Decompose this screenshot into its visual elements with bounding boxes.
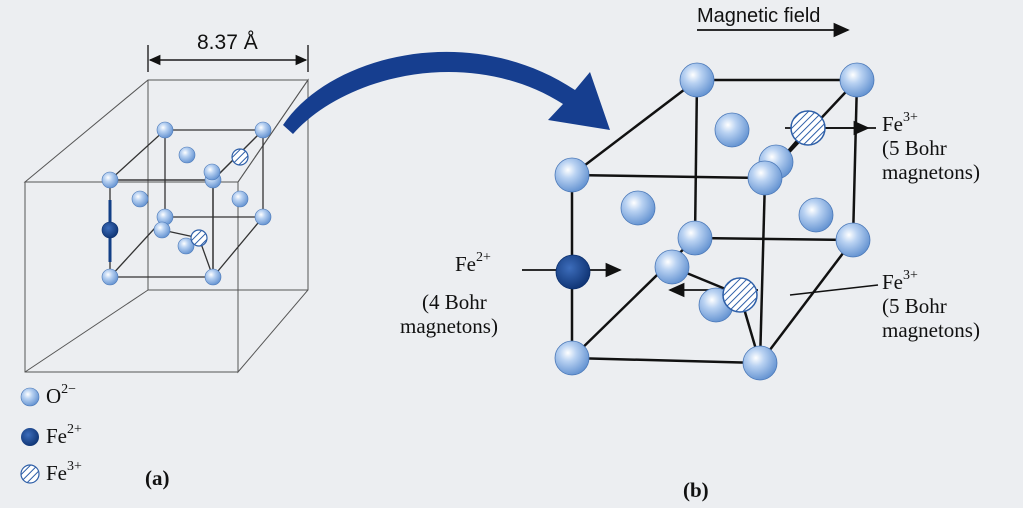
- oxygen-atom: [156, 121, 174, 139]
- oxygen-atom: [654, 249, 690, 285]
- legend-fe2-marker: [21, 428, 39, 446]
- legend-oxygen: O2−: [46, 382, 77, 408]
- oxygen-atom: [204, 268, 222, 286]
- fe2-moment-label: (4 Bohr magnetons): [400, 290, 498, 339]
- oxygen-atom: [839, 62, 875, 98]
- zoom-arrow: [283, 51, 610, 134]
- panel-a-label: (a): [145, 466, 170, 490]
- fe3-lower-label: Fe3+ (5 Bohr magnetons): [882, 268, 980, 343]
- atoms-b: [554, 62, 875, 381]
- oxygen-atom: [742, 345, 778, 381]
- dimension-arrow: [147, 45, 309, 72]
- atoms-a: [101, 121, 272, 286]
- dimension-label: 8.37 Å: [197, 31, 258, 54]
- panel-b-label: (b): [683, 478, 709, 502]
- oxygen-atom: [714, 112, 750, 148]
- oxygen-atom: [101, 171, 119, 189]
- fe3-atom: [190, 229, 208, 247]
- legend-fe3: Fe3+: [46, 459, 82, 485]
- oxygen-atom: [131, 190, 149, 208]
- fe3-atom: [722, 277, 758, 313]
- oxygen-atom: [231, 190, 249, 208]
- oxygen-atom: [254, 208, 272, 226]
- fe3-atom: [790, 110, 826, 146]
- fe2-atom: [101, 221, 119, 239]
- fe3-atom: [231, 148, 249, 166]
- magnetic-field-label: Magnetic field: [697, 5, 821, 27]
- oxygen-atom: [747, 160, 783, 196]
- fe3-upper-label: Fe3+ (5 Bohr magnetons): [882, 110, 980, 185]
- oxygen-atom: [679, 62, 715, 98]
- oxygen-atom: [254, 121, 272, 139]
- outer-unit-cell: [23, 78, 309, 374]
- oxygen-atom: [620, 190, 656, 226]
- oxygen-atom: [798, 197, 834, 233]
- oxygen-atom: [554, 157, 590, 193]
- oxygen-atom: [203, 163, 221, 181]
- fe3-lower-leader: [789, 284, 879, 296]
- legend-oxygen-marker: [20, 387, 40, 407]
- fe2-label: Fe2+: [455, 250, 491, 276]
- oxygen-atom: [677, 220, 713, 256]
- oxygen-atom: [153, 221, 171, 239]
- legend-fe2: Fe2+: [46, 422, 82, 448]
- oxygen-atom: [178, 146, 196, 164]
- oxygen-atom: [835, 222, 871, 258]
- oxygen-atom: [101, 268, 119, 286]
- oxygen-atom: [177, 237, 195, 255]
- legend-fe3-marker: [20, 464, 40, 484]
- fe2-atom: [555, 254, 591, 290]
- oxygen-atom: [554, 340, 590, 376]
- legend-markers: [20, 387, 40, 484]
